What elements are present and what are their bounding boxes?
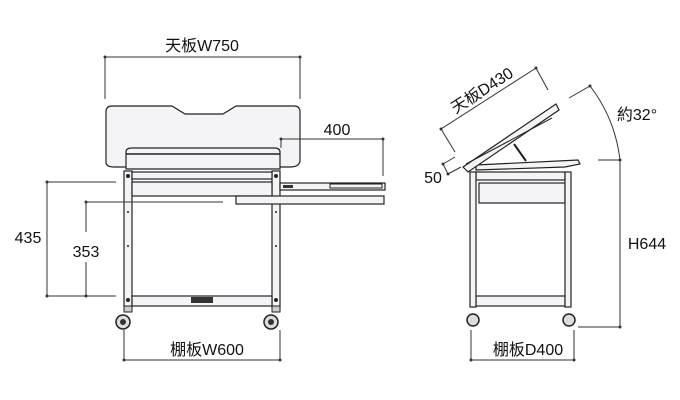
top-width-dimension: 天板W750 [103, 37, 302, 99]
left-leg [123, 170, 133, 308]
tilt-angle-label: 約32° [617, 106, 657, 124]
side-top-rail [475, 171, 566, 181]
height-435-dimension: 435 [10, 180, 116, 298]
side-back-leg [564, 171, 572, 308]
slide-rail [235, 182, 386, 205]
side-view: 天板D430 約32° 50 H644 棚板D400 [424, 64, 666, 362]
front-edge-board [125, 147, 281, 170]
side-bottom-shelf [475, 295, 566, 307]
top-width-label: 天板W750 [165, 37, 239, 55]
tilt-angle-dimension: 約32° [568, 84, 657, 162]
slide-extension-label: 400 [324, 122, 351, 139]
total-height-label: H644 [628, 236, 666, 253]
tilted-tabletop [462, 103, 560, 173]
label-plate [191, 297, 213, 303]
side-caster-back-icon [562, 313, 576, 327]
shelf-depth-dimension: 棚板D400 [469, 330, 576, 362]
fixed-top-plate [475, 159, 581, 171]
height-353-label: 353 [73, 244, 100, 261]
top-depth-label: 天板D430 [448, 64, 517, 117]
side-front-leg [469, 171, 477, 308]
shelf-width-label: 棚板W600 [170, 341, 244, 359]
front-view: 天板W750 [10, 37, 386, 362]
slide-extension-dimension: 400 [279, 122, 385, 176]
total-height-dimension: H644 [578, 159, 666, 329]
side-caster-front-icon [466, 313, 480, 327]
shelf-depth-label: 棚板D400 [493, 341, 563, 359]
support-strut [513, 143, 527, 162]
lip-height-label: 50 [424, 170, 442, 187]
right-leg [271, 170, 281, 308]
drawer [131, 181, 273, 197]
top-depth-dimension: 天板D430 [439, 64, 549, 153]
height-353-dimension: 353 [73, 200, 223, 298]
height-435-label: 435 [15, 230, 42, 247]
side-drawer [478, 182, 566, 204]
shelf-width-dimension: 棚板W600 [122, 330, 282, 362]
caster-left-icon [115, 305, 133, 330]
top-rail [131, 171, 273, 180]
lip-height-dimension: 50 [424, 156, 462, 187]
caster-right-icon [263, 305, 281, 330]
